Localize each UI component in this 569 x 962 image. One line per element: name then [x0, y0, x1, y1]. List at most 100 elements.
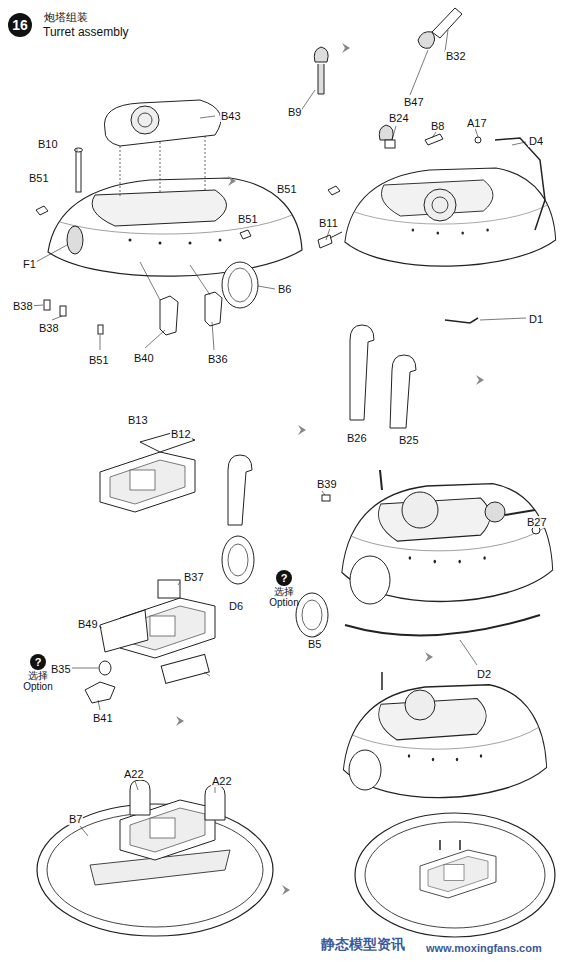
part-outline	[432, 132, 436, 138]
part-outline	[131, 106, 159, 134]
part-number: B51	[237, 213, 259, 225]
part-outline	[76, 150, 81, 192]
part-outline	[300, 30, 526, 320]
part-outline	[100, 452, 195, 512]
part-number: D4	[528, 135, 544, 147]
part-number: F1	[22, 258, 37, 270]
part-outline	[350, 556, 390, 604]
part-outline	[322, 491, 325, 495]
part-outline	[222, 262, 258, 308]
part-number: B8	[430, 120, 445, 132]
part-outline	[425, 652, 433, 662]
part-outline	[345, 168, 556, 266]
part-number: B11	[318, 217, 339, 229]
part-outline	[445, 318, 478, 323]
part-number: B24	[388, 112, 410, 124]
part-outline	[345, 615, 540, 635]
part-number: B35	[50, 663, 72, 675]
step-number-text: 16	[12, 17, 28, 33]
part-outline	[418, 32, 435, 49]
part-outline	[60, 306, 66, 316]
part-outline	[161, 654, 209, 683]
part-outline	[342, 43, 350, 53]
part-number: B37	[183, 571, 205, 583]
part-outline	[349, 750, 381, 790]
part-number: B9	[287, 106, 302, 118]
part-outline	[343, 685, 546, 798]
part-outline	[135, 781, 138, 790]
part-outline	[314, 491, 536, 665]
part-outline	[80, 781, 215, 836]
part-outline	[460, 640, 477, 665]
part-number: B47	[403, 96, 425, 108]
part-outline	[380, 470, 535, 515]
part-number: B13	[127, 414, 149, 426]
part-outline	[405, 690, 435, 720]
part-outline	[343, 685, 546, 798]
part-outline	[420, 850, 496, 898]
badge-circle: 16	[8, 13, 32, 37]
part-outline	[328, 186, 340, 195]
part-outline	[425, 134, 443, 145]
part-number: D6	[228, 600, 244, 612]
part-outline	[52, 316, 62, 320]
part-outline	[100, 610, 148, 652]
part-outline	[85, 682, 115, 703]
watermark: 静态模型资讯	[320, 938, 406, 950]
part-outline	[298, 425, 306, 435]
part-number: B25	[398, 434, 420, 446]
part-outline	[36, 206, 251, 239]
part-outline	[98, 700, 100, 710]
part-outline	[258, 286, 275, 289]
part-number: B5	[307, 638, 322, 650]
step-title: Turret assembly	[43, 26, 129, 39]
part-outline	[145, 330, 165, 348]
part-outline	[402, 492, 438, 528]
part-outline	[176, 716, 184, 726]
part-number: B51	[276, 183, 298, 195]
part-number: B38	[38, 322, 60, 334]
part-outline	[445, 30, 448, 52]
part-number: B51	[88, 354, 110, 366]
part-outline	[44, 300, 50, 310]
part-outline	[178, 582, 180, 585]
part-number: A22	[211, 775, 233, 787]
part-outline	[75, 148, 83, 152]
part-outline	[48, 178, 302, 276]
option-badge: ?选择 Option	[264, 570, 304, 608]
part-number: D2	[476, 668, 492, 680]
part-number: A22	[123, 768, 145, 780]
option-badge: ?选择 Option	[18, 654, 58, 692]
part-number: B26	[346, 432, 368, 444]
part-outline	[485, 502, 505, 522]
part-number: B10	[37, 138, 59, 150]
part-outline	[98, 325, 103, 334]
part-outline	[432, 8, 462, 38]
part-outline	[424, 189, 456, 221]
part-number: B36	[207, 353, 229, 365]
part-outline	[204, 672, 210, 676]
badge-circle: ?	[30, 654, 46, 670]
part-number: B7	[68, 813, 83, 825]
part-outline	[475, 128, 478, 137]
part-outline	[68, 582, 210, 710]
part-outline	[420, 850, 496, 898]
part-outline	[228, 544, 248, 576]
part-outline	[282, 885, 290, 895]
badge-circle: ?	[276, 570, 292, 586]
step-number: 16	[8, 13, 32, 37]
part-outline	[104, 100, 220, 146]
part-outline	[140, 262, 160, 300]
part-outline	[228, 268, 252, 302]
part-outline	[326, 228, 330, 240]
part-outline	[392, 126, 396, 140]
watermark: www.moxingfans.com	[425, 942, 543, 954]
option-symbol: ?	[281, 572, 288, 584]
part-number: B12	[170, 428, 192, 440]
part-outline	[200, 116, 215, 118]
part-outline	[379, 125, 393, 140]
part-outline	[228, 176, 236, 186]
part-outline	[410, 50, 428, 95]
